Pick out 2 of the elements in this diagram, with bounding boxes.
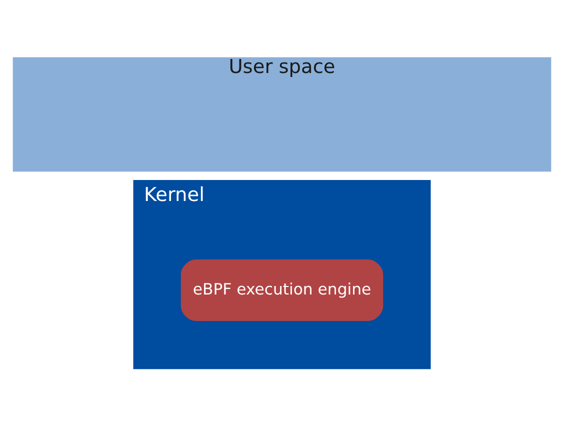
node-box: User space (12, 56, 552, 172)
node-box: eBPF execution engine (180, 259, 384, 320)
